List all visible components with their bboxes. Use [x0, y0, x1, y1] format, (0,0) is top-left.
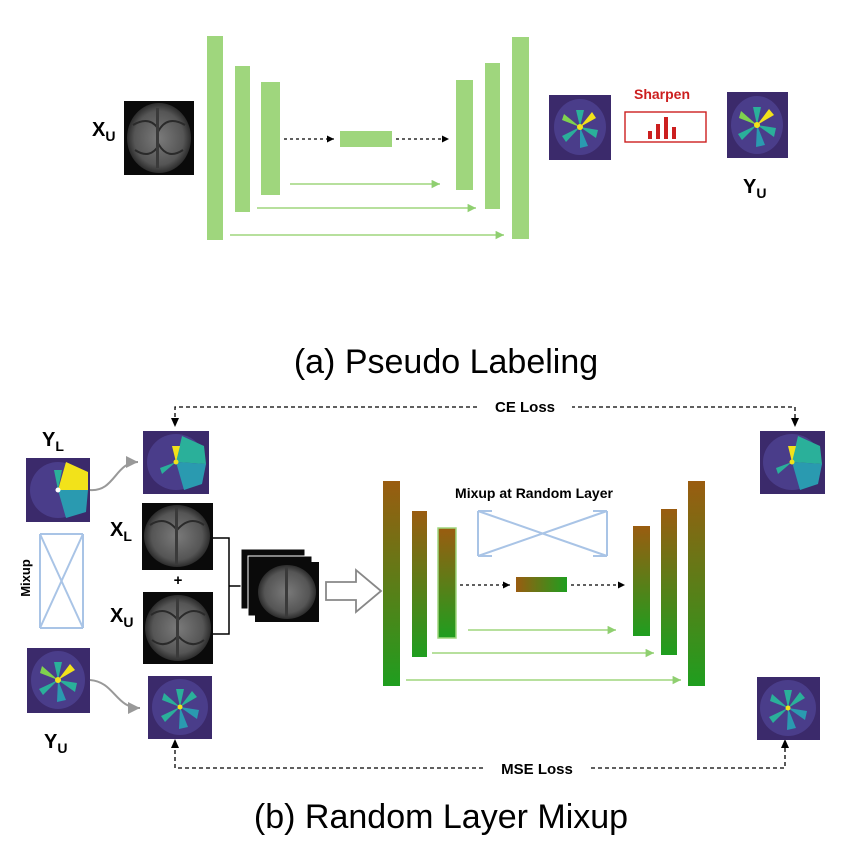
label-xu-b: XU: [110, 605, 133, 630]
label-yl: YL: [42, 429, 64, 454]
mixup-random-arrows: [477, 510, 608, 557]
label-yu-a: YU: [743, 176, 766, 201]
panel-a: XU Sharpen: [92, 36, 788, 381]
unet-a-bottleneck: [340, 131, 392, 147]
arrow-yl-to-mix: [89, 456, 139, 492]
unet-a-enc-1: [207, 36, 223, 240]
unet-a-dec-1: [512, 37, 529, 239]
ce-loss-path: [174, 406, 796, 424]
label-yu-b: YU: [44, 731, 67, 756]
seg-unlabeled-target: [148, 676, 212, 739]
unet-b-bottleneck: [516, 577, 567, 592]
mixup-side-label: Mixup: [18, 559, 33, 597]
mse-loss-label: MSE Loss: [501, 761, 573, 778]
plus-sign: +: [174, 572, 183, 589]
panel-b: CE Loss MSE Loss YL Mix: [18, 396, 825, 836]
caption-b: (b) Random Layer Mixup: [254, 798, 628, 836]
label-xu-a: XU: [92, 119, 115, 144]
unet-a-dec-2: [485, 63, 500, 209]
unet-b-dec-3: [633, 526, 650, 636]
mse-loss-path: [174, 743, 786, 769]
unet-b-enc-2: [412, 511, 427, 657]
unet-a-dec-3: [456, 80, 473, 190]
hollow-arrow: [325, 568, 383, 614]
ce-loss-label: CE Loss: [495, 399, 555, 416]
seg-output-mse: [757, 677, 820, 740]
seg-output-ce: [760, 431, 825, 494]
label-xl: XL: [110, 519, 132, 544]
unet-b-enc-3: [437, 527, 457, 639]
unet-a-enc-2: [235, 66, 250, 212]
bracket-merge: [213, 537, 242, 635]
sharpen-label: Sharpen: [634, 86, 690, 102]
caption-a: (a) Pseudo Labeling: [294, 343, 598, 381]
mri-xl: [142, 503, 213, 570]
arrow-yu-to-mix: [89, 679, 141, 714]
mri-mixed-stack: [240, 548, 319, 622]
unet-b-enc-1: [383, 481, 400, 686]
unet-b-dec-2: [661, 509, 677, 655]
seg-yu-b: [27, 648, 90, 713]
mri-xu-b: [143, 592, 213, 664]
unet-b-dec-1: [688, 481, 705, 686]
seg-yl: [26, 458, 90, 522]
seg-sharpened-yu: [727, 92, 788, 158]
mri-input-xu: [124, 101, 194, 175]
seg-prediction-a: [549, 95, 611, 160]
sharpen-icon: [624, 111, 707, 143]
mixup-side-arrows: [39, 533, 84, 629]
unet-a-enc-3: [261, 82, 280, 195]
mixup-random-label: Mixup at Random Layer: [455, 485, 613, 501]
seg-mixed-label: [143, 431, 209, 494]
